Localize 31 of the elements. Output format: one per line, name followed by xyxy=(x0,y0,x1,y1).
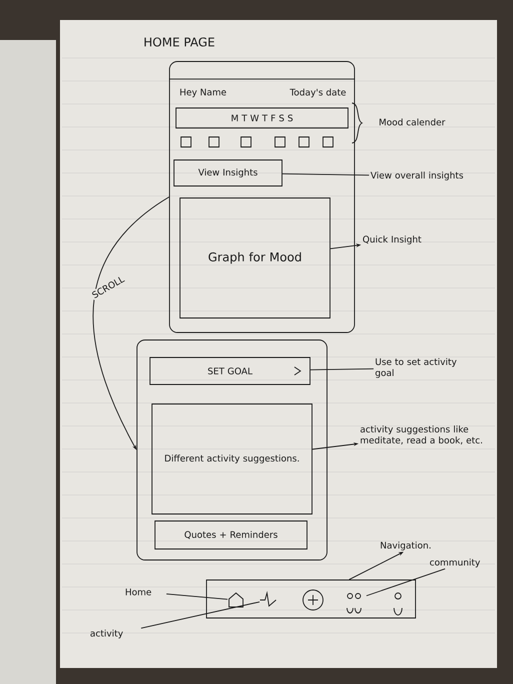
insights-button: View Insights xyxy=(174,160,282,186)
date-text: Today's date xyxy=(290,88,346,98)
leader-line xyxy=(166,593,228,600)
phone-screen xyxy=(169,61,355,333)
annotation: community xyxy=(430,558,480,568)
graph-panel: Graph for Mood xyxy=(180,198,330,318)
goal-button: SET GOAL xyxy=(150,357,310,385)
leader-line xyxy=(140,601,260,629)
suggestions-panel: Different activity suggestions. xyxy=(152,404,312,514)
leader-line xyxy=(366,568,446,596)
add-icon xyxy=(302,590,324,610)
weekday-bar: M T W T F S S xyxy=(176,108,348,128)
annotation: Navigation. xyxy=(380,542,430,550)
person-icon xyxy=(394,592,402,616)
leader-line xyxy=(310,368,374,370)
greeting-text: Hey Name xyxy=(180,88,226,98)
phone-screen xyxy=(136,340,328,560)
page-title: HOME PAGE xyxy=(144,37,214,47)
navigation-bar xyxy=(206,580,416,618)
annotation: activity suggestions like meditate, read a book, etc. xyxy=(360,426,482,444)
pulse-icon xyxy=(260,590,276,607)
annotation: activity xyxy=(90,630,123,638)
people-icon xyxy=(346,593,362,614)
annotation: View overall insights xyxy=(370,172,464,180)
annotation: Quick Insight xyxy=(363,236,422,244)
quotes-bar: Quotes + Reminders xyxy=(154,520,308,550)
leader-line xyxy=(282,173,370,176)
annotation: Home xyxy=(126,588,152,596)
home-icon xyxy=(228,592,244,608)
annotation: Mood calender xyxy=(380,118,446,126)
annotation: Use to set activity goal xyxy=(376,358,457,378)
